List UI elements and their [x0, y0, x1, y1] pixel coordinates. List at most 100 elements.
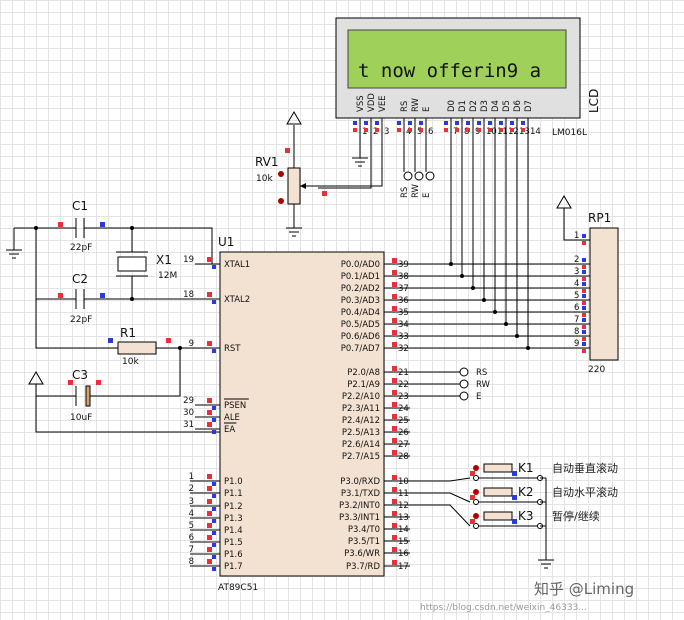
- ground-left: [6, 227, 76, 259]
- u1-pin-name-p20a8: P2.0/A8: [347, 368, 380, 378]
- u1-pin-number-34: 34: [398, 320, 409, 330]
- c1-capacitor[interactable]: C1 22pF: [58, 199, 130, 253]
- lcd-power-wiring: [318, 136, 383, 189]
- u1-pin-number-29: 29: [183, 396, 194, 406]
- lcd-ctrl-label-e: E: [422, 193, 432, 198]
- lcd-model-label: LM016L: [552, 128, 587, 138]
- watermark-brand: 知乎 @Liming: [534, 580, 634, 598]
- lcd-ctrl-label-rs: RS: [400, 187, 410, 198]
- x1-crystal[interactable]: X1 12M: [116, 227, 220, 299]
- u1-pin-number-17: 17: [398, 562, 409, 572]
- lcd-pin-name-vdd: VDD: [367, 93, 377, 112]
- lcd-pin-name-rw: RW: [411, 97, 421, 112]
- key-k1[interactable]: K1 自动垂直滚动: [410, 461, 618, 482]
- u1-pin-name-ale: ALE: [224, 413, 240, 423]
- u1-pin-name-p17: P1.7: [224, 562, 243, 572]
- u1-pin-number-5: 5: [189, 521, 194, 531]
- c3-value: 10uF: [70, 413, 92, 423]
- u1-pin-name-p30rxd: P3.0/RXD: [340, 477, 380, 487]
- u1-pin-name-p15: P1.5: [224, 538, 243, 548]
- u1-pin-name-p26a14: P2.6/A14: [342, 440, 380, 450]
- u1-pin-number-2: 2: [189, 484, 194, 494]
- u1-pin-number-19: 19: [183, 255, 194, 265]
- p2-net-label-rs: RS: [476, 368, 487, 378]
- key-k2-ref: K2: [518, 485, 534, 499]
- r1-ref: R1: [120, 326, 136, 340]
- u1-pin-name-p04ad4: P0.4/AD4: [341, 308, 380, 318]
- rp1-ref: RP1: [588, 211, 611, 225]
- u1-pin-name-ea: EA: [224, 425, 235, 435]
- key-k1-label: 自动垂直滚动: [552, 461, 618, 475]
- u1-pin-number-23: 23: [398, 392, 409, 402]
- u1-pin-name-p16: P1.6: [224, 550, 243, 560]
- u1-pin-number-22: 22: [398, 380, 409, 390]
- u1-pin-name-p35t1: P3.5/T1: [348, 537, 380, 547]
- rp1-resistor-pack[interactable]: RP1 220: [556, 195, 619, 375]
- r1-resistor[interactable]: R1 10k: [35, 299, 220, 367]
- u1-pin-name-p13: P1.3: [224, 514, 243, 524]
- lcd-ctrl-label-rw: RW: [411, 183, 421, 198]
- u1-pin-number-36: 36: [398, 296, 409, 306]
- lcd-pin-name-d1: D1: [458, 100, 468, 112]
- u1-pin-name-p23a11: P2.3/A11: [342, 404, 380, 414]
- lcd-module[interactable]: t now offerin9 a LCD LM016L: [335, 17, 601, 138]
- lcd-pin-number-14: 14: [530, 127, 541, 137]
- u1-pin-name-p03ad3: P0.3/AD3: [341, 296, 380, 306]
- p2-control-nets: RS RW E: [410, 367, 491, 402]
- u1-pin-name-p07ad7: P0.7/AD7: [341, 344, 380, 354]
- c3-capacitor[interactable]: C3 10uF: [28, 348, 181, 423]
- rp1-pin-number-2: 2: [574, 255, 579, 265]
- lcd-pin-name-vss: VSS: [356, 95, 366, 112]
- key-k1-ref: K1: [518, 461, 534, 475]
- c3-ref: C3: [72, 368, 88, 382]
- u1-pin-name-p00ad0: P0.0/AD0: [341, 260, 380, 270]
- u1-pin-name-p25a13: P2.5/A13: [342, 428, 380, 438]
- u1-pin-number-3: 3: [189, 497, 194, 507]
- rp1-pin-number-7: 7: [574, 315, 579, 325]
- u1-pin-name-p32int0: P3.2/INT0: [339, 501, 380, 511]
- u1-pin-name-p10: P1.0: [224, 477, 243, 487]
- u1-model: AT89C51: [218, 583, 258, 593]
- u1-pin-name-rst: RST: [224, 344, 241, 354]
- u1-pin-name-p27a15: P2.7/A15: [342, 452, 380, 462]
- u1-pin-number-10: 10: [398, 477, 409, 487]
- x1-ref: X1: [156, 253, 172, 267]
- rp1-pin-number-3: 3: [574, 267, 579, 277]
- u1-pin-number-38: 38: [398, 272, 409, 282]
- u1-pin-name-p37rd: P3.7/RD: [346, 562, 380, 572]
- u1-pin-number-7: 7: [189, 545, 194, 555]
- p2-net-label-e: E: [476, 392, 481, 402]
- lcd-pin-group: VSS1VDD2VEE3RS4RW5E6D07D18D29D310D411D51…: [353, 93, 541, 137]
- rv1-potentiometer[interactable]: RV1 10k: [255, 125, 327, 228]
- u1-pin-number-15: 15: [398, 537, 409, 547]
- u1-pin-name-p11: P1.1: [224, 489, 243, 499]
- p2-net-label-rw: RW: [476, 380, 491, 390]
- u1-pin-name-p24a12: P2.4/A12: [342, 416, 380, 426]
- u1-pin-name-p31txd: P3.1/TXD: [341, 489, 381, 499]
- u1-pin-name-p34t0: P3.4/T0: [348, 525, 380, 535]
- u1-pin-number-9: 9: [189, 339, 194, 349]
- r1-value: 10k: [122, 357, 139, 367]
- u1-pin-number-25: 25: [398, 416, 409, 426]
- u1-pin-number-16: 16: [398, 549, 409, 559]
- rp1-pin-number-6: 6: [574, 303, 579, 313]
- u1-right-pins: 39P0.0/AD038P0.1/AD137P0.2/AD236P0.3/AD3…: [339, 258, 410, 572]
- u1-pin-number-30: 30: [183, 408, 194, 418]
- rp1-pin-number-5: 5: [574, 291, 579, 301]
- c1-value: 22pF: [70, 243, 92, 253]
- u1-pin-number-21: 21: [398, 368, 409, 378]
- watermark-url: https://blog.csdn.net/weixin_46333...: [420, 603, 587, 613]
- u1-pin-name-p01ad1: P0.1/AD1: [341, 272, 380, 282]
- lcd-pin-name-vee: VEE: [378, 95, 388, 112]
- lcd-display-text: t now offerin9 a: [358, 60, 541, 82]
- u1-pin-name-p14: P1.4: [224, 526, 243, 536]
- ground-rv1: [286, 227, 302, 237]
- u1-pin-number-1: 1: [189, 472, 194, 482]
- u1-microcontroller[interactable]: U1 AT89C51: [218, 235, 385, 593]
- c2-capacitor[interactable]: C2 22pF: [35, 228, 212, 325]
